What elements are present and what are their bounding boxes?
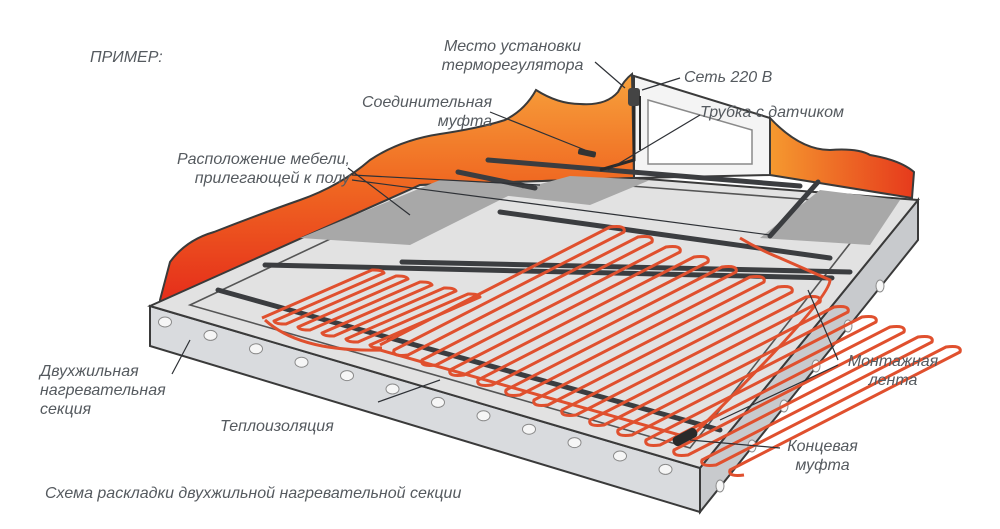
slab-hole (567, 437, 582, 449)
furniture-label: Расположение мебели, прилегающей к полу (176, 151, 350, 187)
caption: Схема раскладки двухжильной нагревательн… (45, 485, 462, 502)
slab-hole (249, 343, 263, 355)
mounting-tape (767, 179, 821, 239)
slab-hole (431, 396, 445, 408)
sensor-tube (599, 106, 636, 172)
mains-label: Сеть 220 В (684, 69, 773, 86)
slab-hole (613, 450, 627, 462)
twin-core-section-label: Двухжильная нагревательная секция (40, 363, 166, 418)
thermostat-box (628, 88, 640, 106)
heating-cable (261, 224, 962, 478)
slab-hole (385, 383, 400, 395)
right-wall (769, 115, 916, 200)
cable-run (261, 268, 482, 350)
slab-holes (158, 279, 885, 493)
slab-hole (158, 316, 172, 328)
slab-hole (294, 356, 309, 368)
furniture-zone-right (760, 190, 900, 245)
end-sleeve-label: Концевая муфта (787, 438, 858, 474)
insulation-label: Теплоизоляция (220, 418, 334, 435)
slab-hole (875, 279, 885, 293)
slab-hole (522, 423, 536, 435)
connector-sleeve-label: Соединительная муфта (362, 94, 492, 130)
example-label: ПРИМЕР: (90, 49, 163, 66)
mounting-tape-label: Монтажная лента (847, 353, 939, 389)
slab-hole (476, 410, 491, 422)
mounting-tape (455, 169, 538, 191)
cable-run (379, 224, 962, 478)
slab-hole (658, 463, 673, 475)
leader-lines (171, 61, 839, 449)
slab-hole (203, 329, 218, 341)
mounting-tape (497, 209, 833, 261)
slab-hole (715, 479, 725, 493)
mounting-tape (485, 157, 803, 189)
furniture-zone-mid (500, 176, 650, 205)
slab-hole (340, 370, 354, 382)
cable-return (263, 236, 832, 440)
insulation-floor (147, 176, 920, 470)
sensor-tube-label: Трубка с датчиком (700, 104, 844, 121)
connector-sleeve-mark (577, 148, 597, 158)
thermostat-location-label: Место установки терморегулятора (441, 38, 584, 74)
end-sleeve-mark (672, 427, 698, 447)
